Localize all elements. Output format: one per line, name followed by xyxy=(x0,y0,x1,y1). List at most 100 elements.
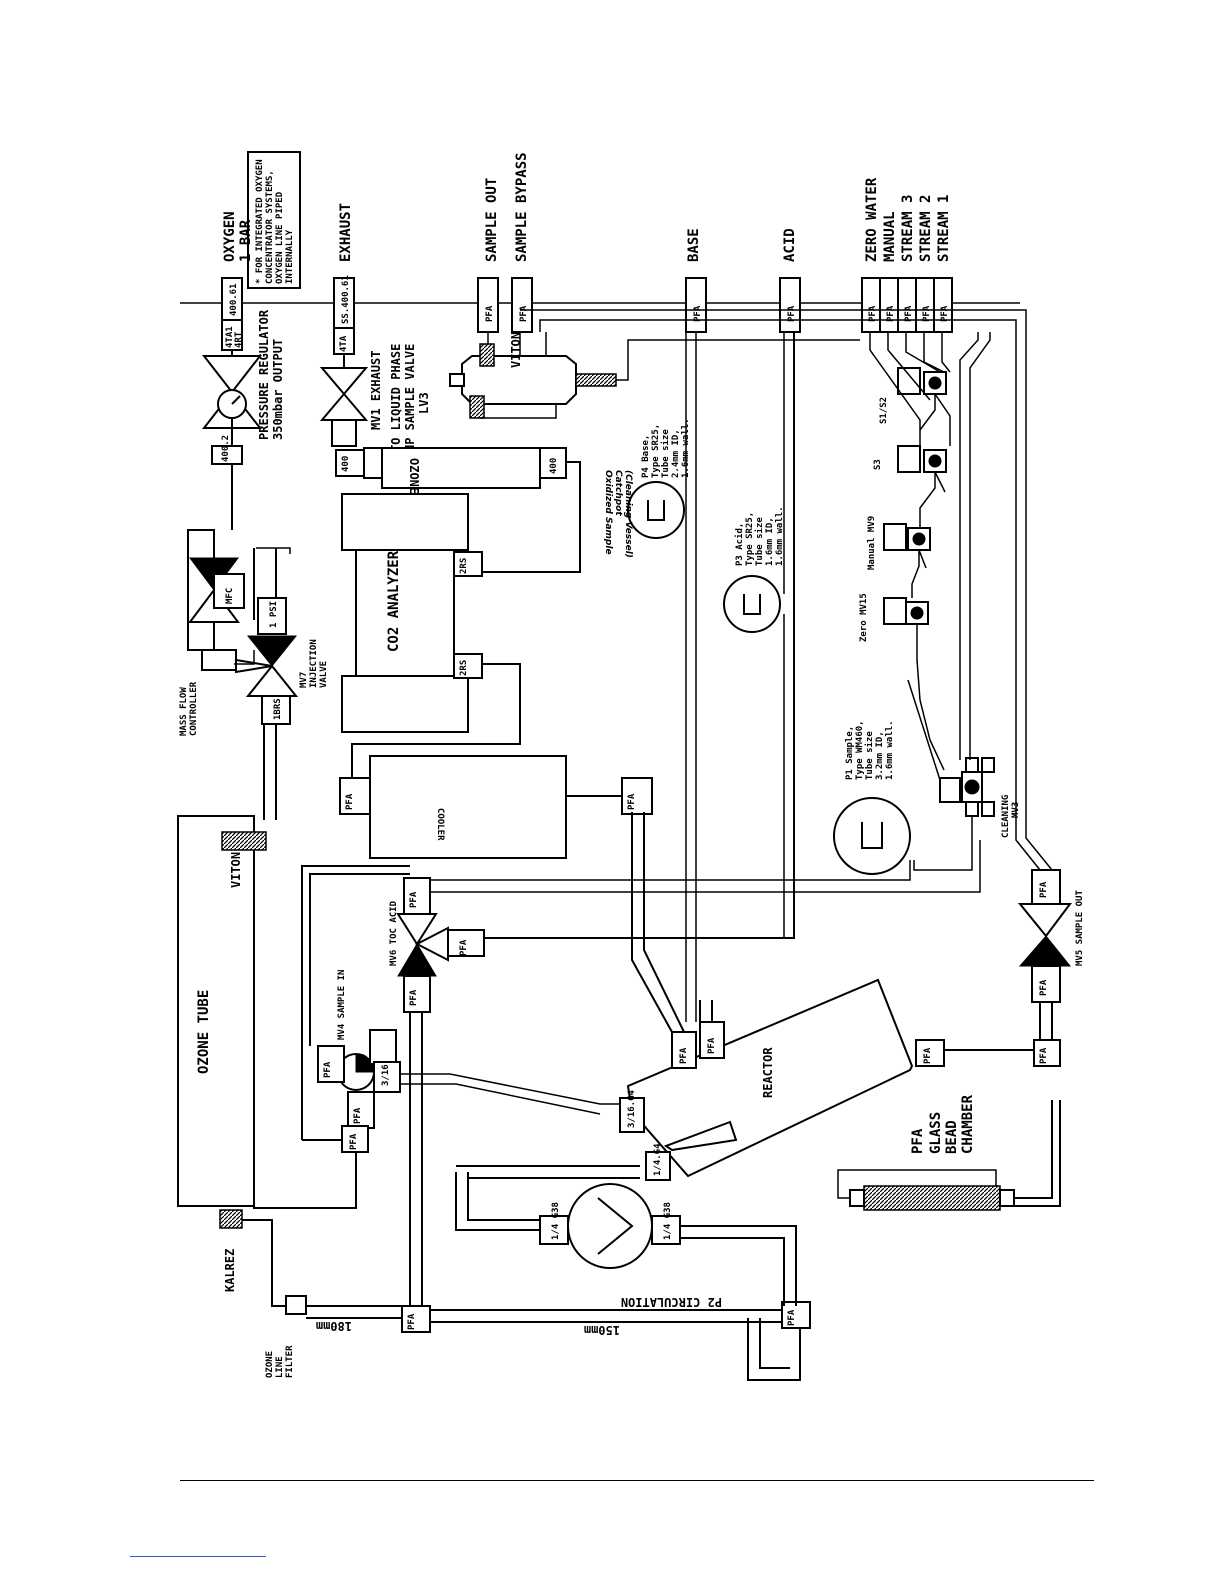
mass-flow-controller: MFC MASS FLOW CONTROLLER xyxy=(179,464,245,736)
sample-bypass-fitting-label: PFA xyxy=(519,305,529,322)
mv5-fitting-label-2: PFA xyxy=(1039,881,1049,898)
reactor-fitting-label-2: PFA xyxy=(1039,1047,1049,1064)
mv5-label: MV5 SAMPLE OUT xyxy=(1075,890,1085,966)
p3-acid-pump: P3 Acid, Type SR25, Tube size 1.6mm ID, … xyxy=(723,332,785,938)
reactor-fitting-label-6: 1/4.G4 xyxy=(653,1143,663,1176)
mv3-cleaning-valve: CLEANING MV3 xyxy=(939,757,1021,838)
p3-label-2: Type SR25, xyxy=(745,512,755,566)
analyzer-fitting-label-2: 2RS xyxy=(459,660,469,676)
stream-selector-valves: S1/S2 S3 Manual MV9 Zero MV15 xyxy=(859,332,991,871)
filter-label-1: OZONE xyxy=(265,1351,275,1378)
mv1-exhaust-label: MV1 EXHAUST xyxy=(369,351,383,430)
manual-fitting-label: PFA xyxy=(886,305,896,322)
exhaust-fitting-label: SS.400.61 xyxy=(341,275,351,324)
to-liquid-phase-label: TO LIQUID PHASE xyxy=(389,344,403,452)
lv3-label: LV3 xyxy=(417,392,431,414)
mv4-label: MV4 SAMPLE IN xyxy=(337,970,347,1040)
stream-1-label: STREAM 1 xyxy=(936,195,952,262)
p4-label-2: Type SR25, xyxy=(651,424,661,478)
kalrez-label: KALREZ xyxy=(223,1249,237,1292)
cooler-label: COOLER xyxy=(435,808,445,841)
p2-fitting-label-2: 1/4 G38 xyxy=(663,1202,673,1240)
valve-label: VALVE xyxy=(319,661,329,688)
mv3-label: MV3 xyxy=(1011,802,1021,818)
filter-label-2: LINE xyxy=(275,1356,285,1378)
note-line-3: OXYGEN LINE PIPED xyxy=(275,191,285,284)
bottom-fitting-label-2: PFA xyxy=(787,1309,797,1326)
viton-top-label: VITON xyxy=(509,332,523,368)
cooler-fitting-label-1: PFA xyxy=(345,793,355,810)
mv4-fitting-label-3: 3/16 xyxy=(381,1064,391,1086)
filter-label-3: FILTER xyxy=(285,1345,295,1378)
note-line-4: INTERNALLY xyxy=(285,229,295,284)
s3-label: S3 xyxy=(873,459,883,470)
mv6-fitting-label-3: PFA xyxy=(409,989,419,1006)
mv1-exhaust-valve: MV1 EXHAUST TO LIQUID PHASE NP SAMPLE VA… xyxy=(319,344,431,452)
reactor-fitting-label-5: 3/16.G4 xyxy=(627,1089,637,1128)
oxygen-fitting-label: 400.61 xyxy=(229,283,239,316)
analyzer-fitting-label-1: 2RS xyxy=(459,558,469,574)
p2-circulation-label: P2 CIRCULATION xyxy=(621,1295,722,1309)
sample-out-label: SAMPLE OUT xyxy=(484,178,500,262)
mv4-fitting-label-1: PFA xyxy=(323,1061,333,1078)
dim-180-label: 180mm xyxy=(316,1319,352,1333)
p1-label-2: Type WM460, xyxy=(855,720,865,780)
p3-label-4: 1.6mm ID, xyxy=(765,517,775,566)
p3-label-5: 1.6mm wall. xyxy=(775,506,785,566)
glass-bead-chamber: PFA GLASS BEAD CHAMBER xyxy=(837,1094,1061,1211)
oxygen-pressure-label: 1 BAR xyxy=(238,219,254,262)
p1-label-3: Tube size xyxy=(864,731,875,780)
chamber-label-4: CHAMBER xyxy=(960,1094,976,1154)
mv6-fitting-label-2: PFA xyxy=(459,939,469,956)
oxygen-label: OXYGEN xyxy=(222,211,238,262)
catchpot-label-3: (Cleaning Vessel) xyxy=(623,470,633,558)
mv4-fitting-label-4: PFA xyxy=(349,1133,359,1150)
bottom-fitting-label-1: PFA xyxy=(407,1313,417,1330)
stream-1-fitting-label: PFA xyxy=(940,305,950,322)
stream-2-fitting-label: PFA xyxy=(922,305,932,322)
catchpot-label-2: Catchpot xyxy=(613,470,623,516)
mass-flow-label: MASS FLOW xyxy=(179,687,189,736)
manual-label: MANUAL xyxy=(882,211,898,262)
catchpot-vessel: VITON Oxidized Sample Catchpot (Cleaning… xyxy=(449,332,860,558)
p4-base-pump: P4 Base, Type SR25, Tube size 2.4mm ID, … xyxy=(627,332,697,1022)
viton-left-label: VITON xyxy=(229,852,243,888)
ozone-destructor: 400 OZONE DESTRUCTOR 400 xyxy=(335,447,581,574)
exhaust-fitting-label-2: 4TA xyxy=(339,335,349,352)
chamber-label-2: GLASS xyxy=(928,1112,944,1154)
reactor-fitting-label-4: PFA xyxy=(707,1037,717,1054)
mv4-sample-in-valve: PFA PFA 3/16 MV4 SAMPLE IN PFA xyxy=(253,865,620,1209)
p1-label-4: 3.2mm ID, xyxy=(875,731,885,780)
bulkhead-fittings: 400.61 4TA1 4RT SS.400.61 4TA PFA PFA PF… xyxy=(221,275,953,355)
chamber-label-1: PFA xyxy=(910,1128,926,1154)
dim-150-label: 150mm xyxy=(584,1323,620,1337)
mv6-toc-acid-valve: PFA PFA PFA MV6 TOC ACID xyxy=(389,332,981,1306)
base-label: BASE xyxy=(686,228,702,262)
np-sample-valve-label: NP SAMPLE VALVE xyxy=(403,344,417,452)
p2-circulation-pump: 1/4 G38 1/4 G38 P2 CIRCULATION xyxy=(455,1172,797,1309)
p2-fitting-label-1: 1/4 G38 xyxy=(551,1202,561,1240)
zero-water-label: ZERO WATER xyxy=(864,177,880,262)
psi-label: 1 PSI xyxy=(269,601,279,628)
footer-link-underline[interactable] xyxy=(130,1556,266,1557)
co2-analyzer: CO2 ANALYZER 2RS 2RS xyxy=(341,493,521,778)
ozone-tube-label: OZONE TUBE xyxy=(196,990,212,1074)
reactor-fitting-label-1: PFA xyxy=(923,1047,933,1064)
pressure-regulator-label: PRESSURE REGULATOR xyxy=(257,309,271,440)
mv5-fitting-label-1: PFA xyxy=(1039,979,1049,996)
pressure-regulator-output-label: 350mbar OUTPUT xyxy=(271,339,285,440)
stream-3-label: STREAM 3 xyxy=(900,195,916,262)
p4-label-3: Tube size xyxy=(660,429,671,478)
exhaust-label: EXHAUST xyxy=(338,203,354,262)
s1s2-label: S1/S2 xyxy=(879,397,889,424)
mv7-fitting-label: 1BRS xyxy=(273,698,283,720)
pressure-regulator: 400.2 PRESSURE REGULATOR 350mbar OUTPUT xyxy=(201,309,285,465)
reactor-fitting-label-3: PFA xyxy=(679,1047,689,1064)
catchpot-label-1: Oxidized Sample xyxy=(603,470,613,555)
cooler: COOLER PFA PFA xyxy=(339,755,653,859)
mv7-label: MV7 xyxy=(299,672,309,688)
injection-label: INJECTION xyxy=(309,639,319,688)
manual-mv9-label: Manual MV9 xyxy=(867,516,877,570)
base-fitting-label: PFA xyxy=(693,305,703,322)
